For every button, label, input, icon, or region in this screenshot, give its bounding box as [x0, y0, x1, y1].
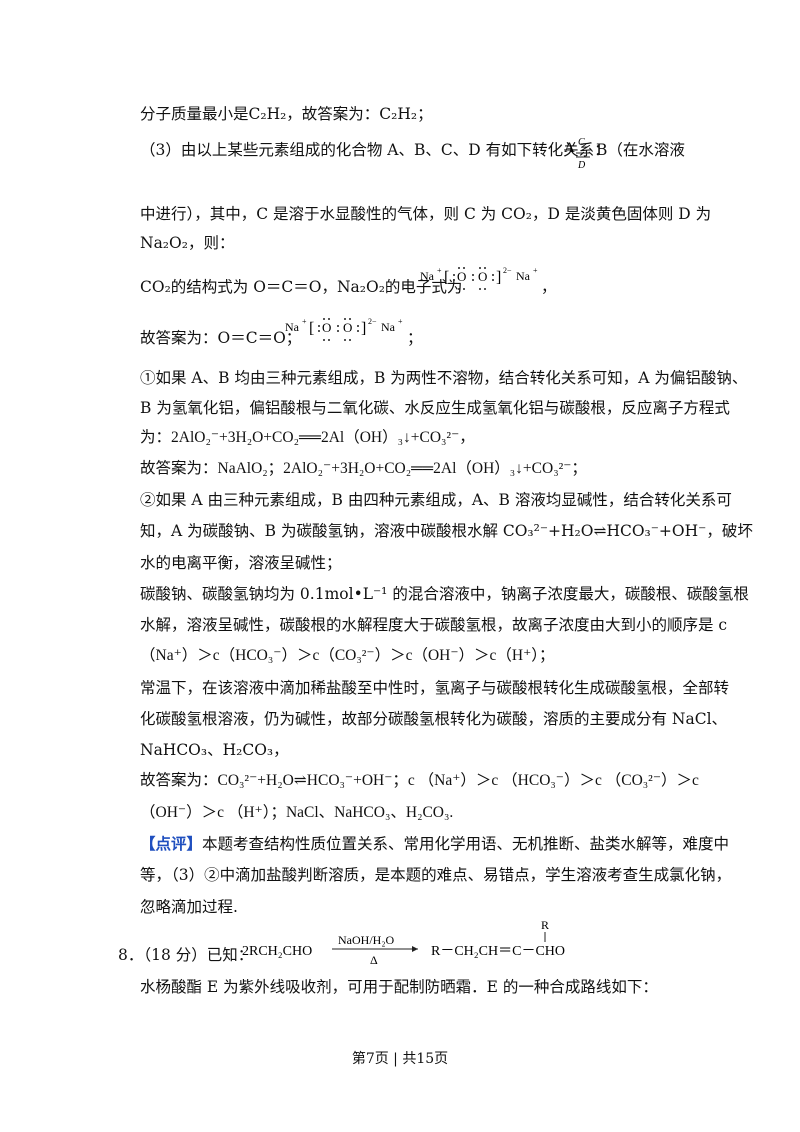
compound-a-label: A	[564, 140, 575, 156]
text-line: ②如果 A 由三种元素组成，B 由四种元素组成，A、B 溶液均显碱性，结合转化关…	[140, 491, 732, 509]
charge-plus: +	[302, 317, 307, 326]
text-line: 化碳酸氢根溶液，仍为碱性，故部分碳酸氢根转化为碳酸，溶质的主要成分有 NaCl、	[140, 710, 728, 728]
na-symbol: Na	[516, 269, 531, 283]
bracket-left: [	[309, 320, 314, 337]
electron-formula-na2o2: Na + [ O O ] 2− Na +	[420, 266, 538, 290]
charge-plus: +	[533, 266, 538, 275]
bracket-left: [	[444, 269, 449, 286]
text-line: 为：2AlO₂⁻+3H₂O+CO₂══2Al（OH）₃↓+CO₃²⁻，	[140, 429, 475, 446]
comment-label: 【点评】	[140, 834, 203, 853]
text-line: CO₂的结构式为 O＝C＝O，Na₂O₂的电子式为	[140, 278, 463, 296]
text-fragment: ；	[407, 329, 423, 347]
text-line: 故答案为：O＝C＝O；	[140, 329, 302, 347]
page-footer: 第7页 | 共15页	[351, 1051, 449, 1067]
text-fragment: （3）由以上某些元素组成的化合物 A、B、C、D 有如下转化关系：	[140, 141, 610, 159]
text-line: NaHCO₃、H₂CO₃，	[140, 741, 289, 759]
text-fragment: B（在水溶液	[596, 141, 685, 159]
text-line: 中进行），其中，C 是溶于水显酸性的气体，则 C 为 CO₂，D 是淡黄色固体则…	[140, 205, 712, 223]
text-fragment: ，	[541, 278, 557, 296]
reagent-c-label: C	[578, 137, 585, 148]
text-line: 常温下，在该溶液中滴加稀盐酸至中性时，氢离子与碳酸根转化生成碳酸氢根，全部转	[140, 679, 730, 697]
na-symbol: Na	[285, 320, 300, 334]
text-line: 碳酸钠、碳酸氢钠均为 0.1mol•L⁻¹ 的混合溶液中，钠离子浓度最大，碳酸根…	[140, 585, 749, 603]
text-line: Na₂O₂，则：	[140, 234, 235, 252]
charge-plus: +	[398, 317, 403, 326]
text-line: 等，（3）②中滴加盐酸判断溶质，是本题的难点、易错点，学生溶液考查生成氯化钠，	[140, 866, 732, 884]
charge-2minus: 2−	[368, 317, 377, 326]
text-line: 知，A 为碳酸钠、B 为碳酸氢钠，溶液中碳酸根水解 CO₃²⁻+H₂O⇌HCO₃…	[140, 522, 753, 540]
text-line: （Na⁺）＞c（HCO₃⁻）＞c（CO₃²⁻）＞c（OH⁻）＞c（H⁺）；	[140, 647, 555, 664]
na-symbol: Na	[381, 320, 396, 334]
text-line: （OH⁻）＞c （H⁺）；NaCl、NaHCO₃、H₂CO₃.	[140, 804, 454, 821]
text-line: 故答案为：CO₃²⁻+H₂O⇌HCO₃⁻+OH⁻；c （Na⁺）＞c （HCO₃…	[140, 772, 699, 789]
text-line: 忽略滴加过程.	[140, 898, 238, 916]
oxygen-symbol: O	[478, 269, 487, 284]
bracket-right: ]	[496, 269, 501, 286]
text-line: 水的电离平衡，溶液呈碱性；	[140, 554, 342, 572]
electron-dots	[453, 267, 494, 290]
charge-2minus: 2−	[503, 266, 512, 275]
substituent-r: R	[541, 918, 549, 932]
text-fragment: 本题考查结构性质位置关系、常用化学用语、无机推断、盐类水解等，难度中	[202, 835, 730, 853]
product: R－CH₂CH＝C－CHO	[431, 944, 565, 959]
oxygen-symbol: O	[322, 320, 331, 335]
reactant: 2RCH₂CHO	[242, 944, 312, 959]
text-line: 分子质量最小是C₂H₂，故答案为：C₂H₂；	[140, 105, 433, 123]
text-line: 故答案为：NaAlO₂；2AlO₂⁻+3H₂O+CO₂══2Al（OH）₃↓+C…	[140, 460, 587, 477]
electron-formula-na2o2: Na + [ O O ] 2− Na +	[285, 317, 403, 341]
condition-top: NaOH/H₂O	[338, 933, 395, 947]
charge-plus: +	[437, 266, 442, 275]
electron-dots	[318, 318, 359, 341]
na-symbol: Na	[420, 269, 435, 283]
text-line: ①如果 A、B 均由三种元素组成，B 为两性不溶物，结合转化关系可知，A 为偏铝…	[140, 369, 748, 387]
text-line: 水杨酸酯 E 为紫外线吸收剂，可用于配制防晒霜．E 的一种合成路线如下：	[140, 978, 658, 996]
oxygen-symbol: O	[457, 269, 466, 284]
transformation-scheme: A C D	[564, 137, 590, 171]
reaction-equation: 2RCH₂CHO NaOH/H₂O Δ R－CH₂CH＝C－CHO R	[242, 918, 565, 967]
condition-bottom: Δ	[370, 953, 378, 967]
oxygen-symbol: O	[343, 320, 352, 335]
reagent-d-label: D	[577, 160, 586, 171]
text-line: 水解，溶液呈碱性，碳酸根的水解程度大于碳酸氢根，故离子浓度由大到小的顺序是 c	[140, 616, 728, 634]
question-number-line: 8．（18 分）已知：	[118, 946, 254, 964]
comment-line: 【点评】本题考查结构性质位置关系、常用化学用语、无机推断、盐类水解等，难度中	[140, 833, 729, 855]
text-line: B 为氢氧化铝，偏铝酸根与二氧化碳、水反应生成氢氧化铝与碳酸根，反应离子方程式	[140, 399, 730, 417]
bracket-right: ]	[361, 320, 366, 337]
arrow-head	[412, 946, 418, 952]
text-line: （3）由以上某些元素组成的化合物 A、B、C、D 有如下转化关系：	[140, 139, 610, 161]
